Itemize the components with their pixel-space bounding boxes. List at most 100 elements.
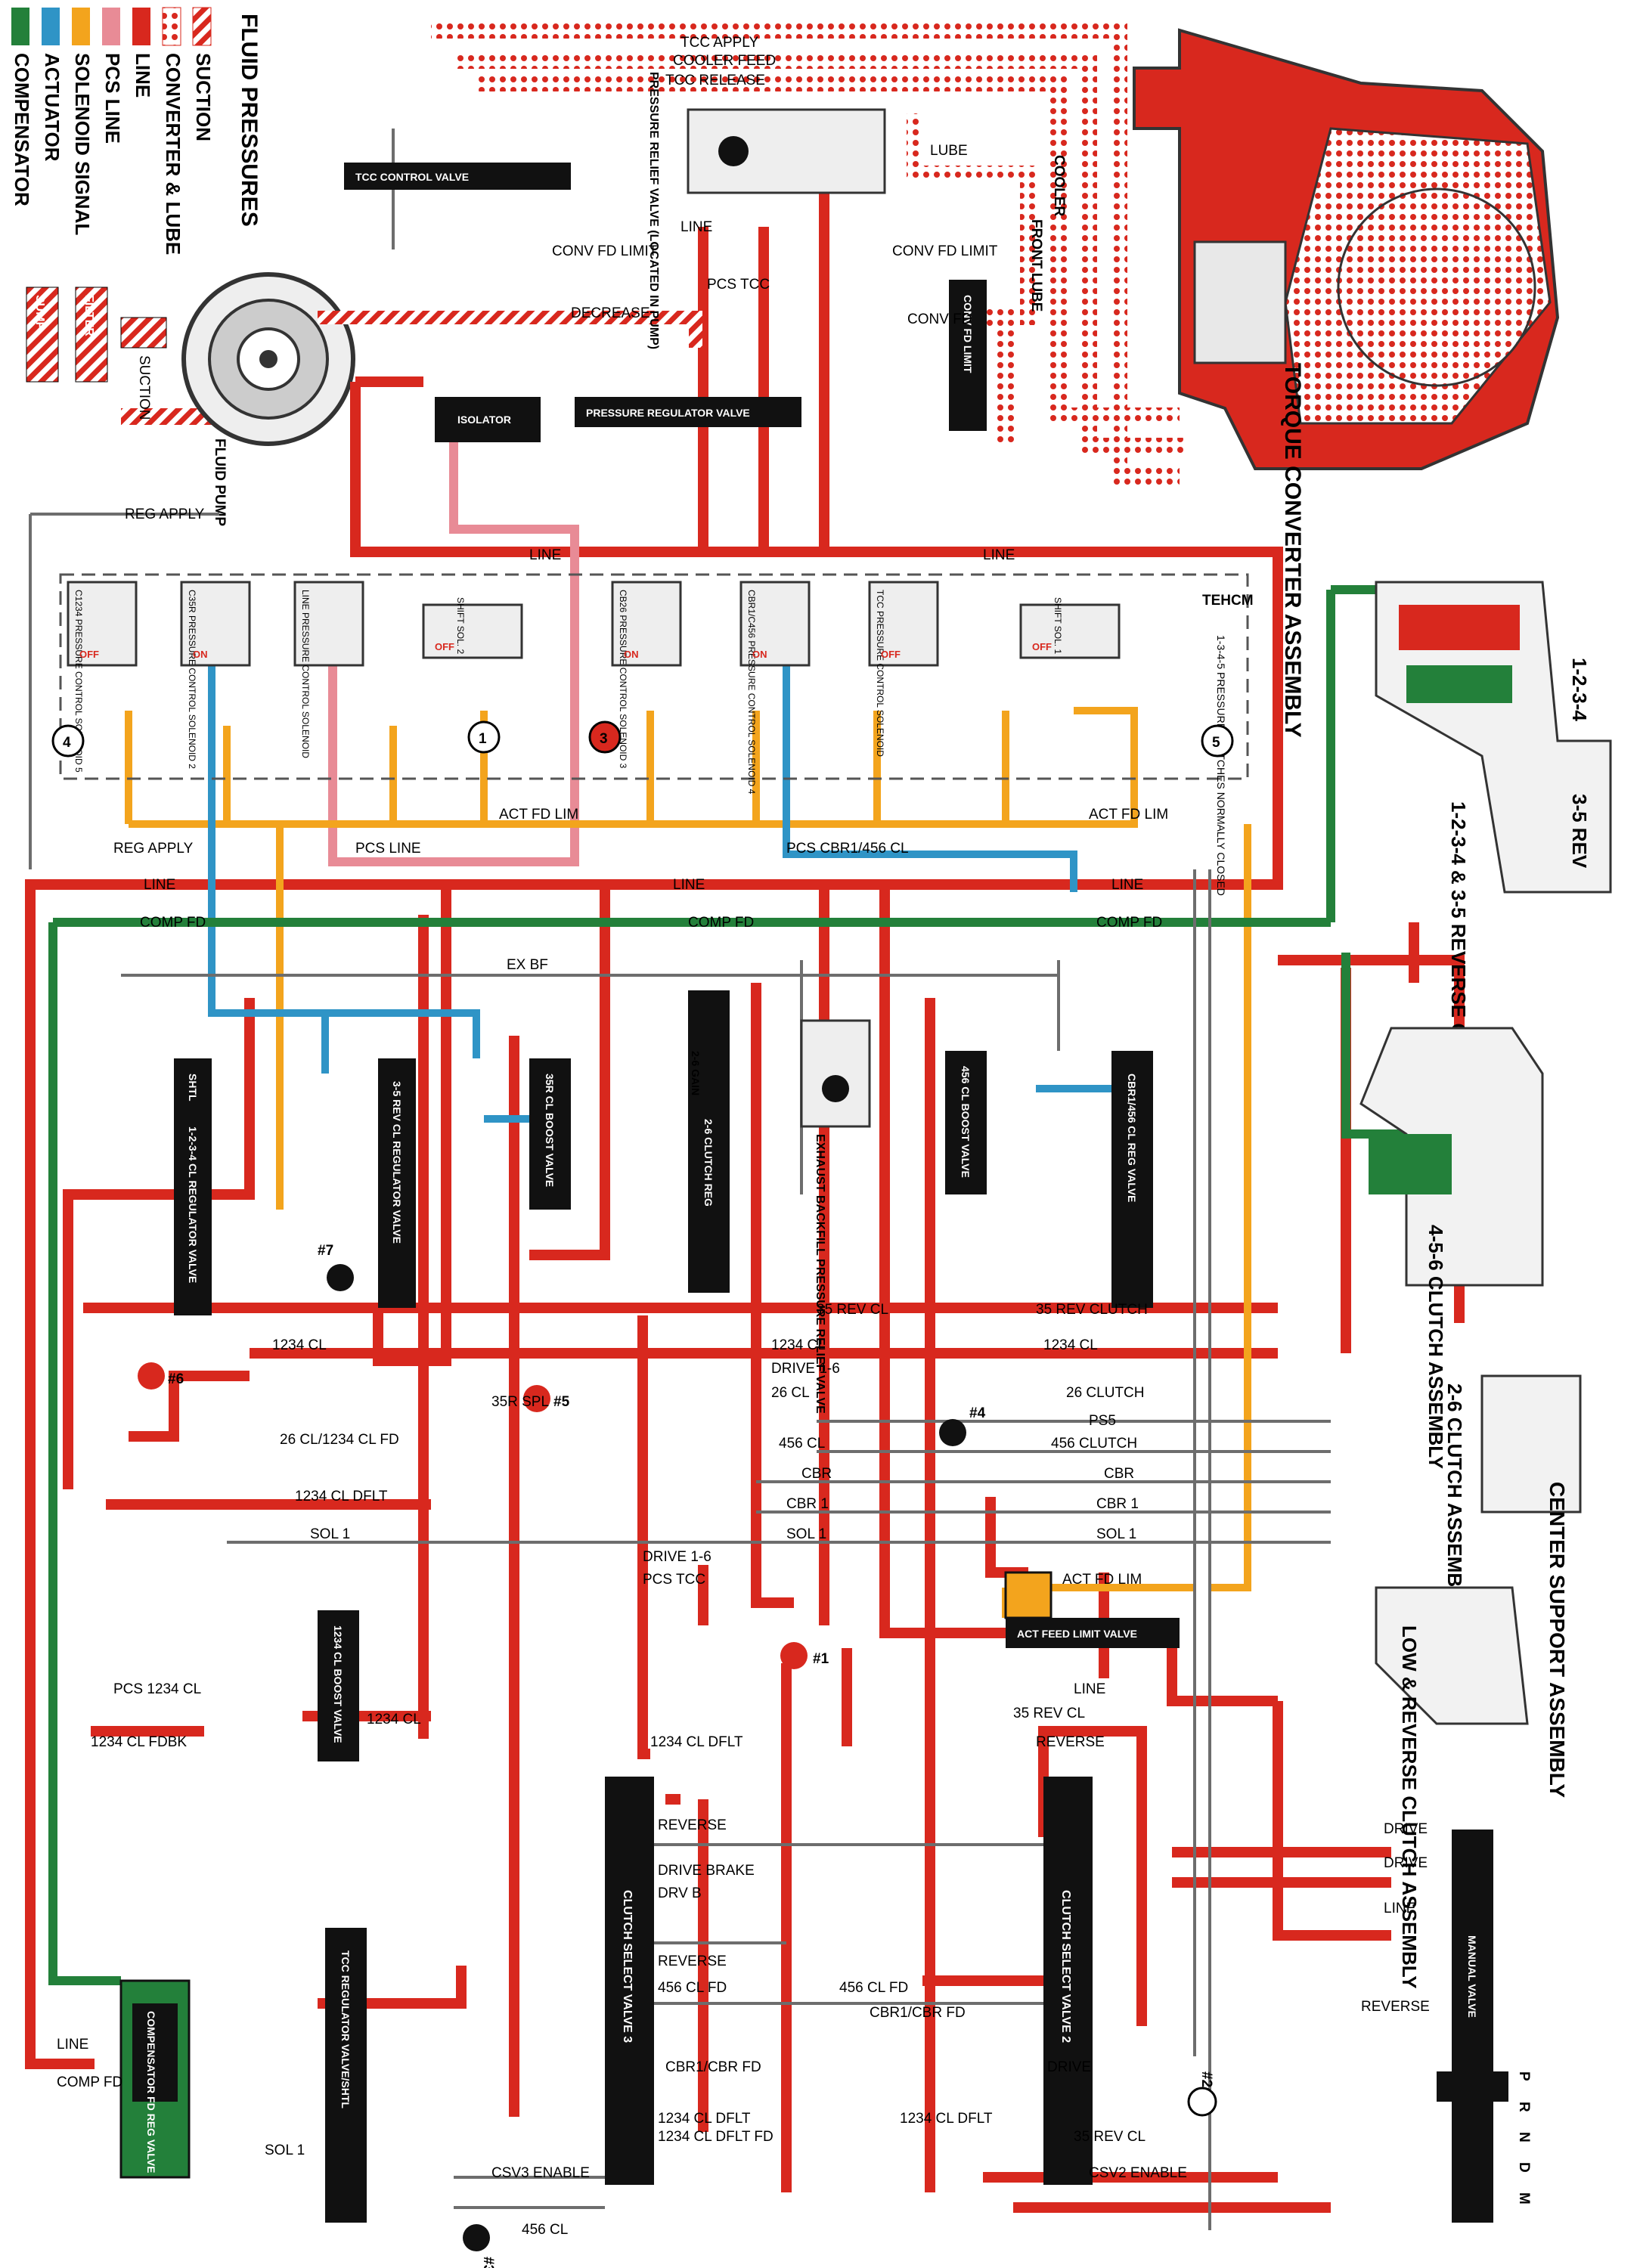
svg-text:ISOLATOR: ISOLATOR — [457, 414, 511, 426]
svg-text:M: M — [1516, 2192, 1532, 2204]
svg-text:CENTER SUPPORT ASSEMBLY: CENTER SUPPORT ASSEMBLY — [1545, 1482, 1569, 1798]
svg-text:CBR 1: CBR 1 — [1096, 1496, 1139, 1512]
solenoid-shift-2: SHIFT SOL. 2 OFF — [422, 597, 523, 659]
svg-text:SHIFT SOL. 1: SHIFT SOL. 1 — [1053, 597, 1063, 654]
svg-text:LOW & REVERSE CLUTCH ASSEMBLY: LOW & REVERSE CLUTCH ASSEMBLY — [1398, 1625, 1421, 1989]
svg-text:ACTUATOR: ACTUATOR — [41, 53, 64, 162]
manual-valve: MANUAL VALVE — [1437, 1830, 1508, 2223]
svg-text:CBR1/456 CL REG VALVE: CBR1/456 CL REG VALVE — [1126, 1074, 1138, 1202]
svg-text:CBR1/CBR FD: CBR1/CBR FD — [665, 2059, 761, 2075]
svg-text:PRESSURE REGULATOR VALVE: PRESSURE REGULATOR VALVE — [586, 407, 750, 419]
svg-text:REVERSE: REVERSE — [658, 1817, 727, 1833]
svg-text:DRIVE: DRIVE — [1384, 1855, 1428, 1871]
checkball-4: #4 — [939, 1405, 986, 1446]
svg-text:REVERSE: REVERSE — [658, 1954, 727, 1969]
svg-text:CSV2 ENABLE: CSV2 ENABLE — [1089, 2165, 1187, 2181]
svg-text:CLUTCH SELECT VALVE 3: CLUTCH SELECT VALVE 3 — [621, 1890, 634, 2043]
svg-text:35 REV CL: 35 REV CL — [1074, 2129, 1146, 2145]
tcc-control-valve: TCC CONTROL VALVE — [344, 163, 571, 190]
svg-text:DRIVE BRAKE: DRIVE BRAKE — [658, 1863, 755, 1879]
svg-text:FLUID PUMP: FLUID PUMP — [212, 438, 228, 526]
svg-text:PCS CBR1/456 CL: PCS CBR1/456 CL — [786, 841, 909, 857]
svg-text:ON: ON — [193, 649, 208, 660]
svg-text:ACT FEED LIMIT VALVE: ACT FEED LIMIT VALVE — [1017, 1628, 1137, 1640]
svg-text:LINE: LINE — [529, 547, 561, 563]
svg-text:CONV FD: CONV FD — [907, 311, 972, 327]
svg-text:CB26 PRESSURE CONTROL SOLENOID: CB26 PRESSURE CONTROL SOLENOID 3 — [618, 590, 628, 769]
solenoid-line: LINE PRESSURE CONTROL SOLENOID — [293, 581, 364, 758]
svg-text:#2: #2 — [1198, 2071, 1214, 2087]
conv-fd-limit-valve: CONV FD LIMIT — [949, 280, 987, 431]
svg-text:LINE: LINE — [57, 2037, 88, 2053]
svg-text:2-6 GAIN: 2-6 GAIN — [690, 1051, 702, 1095]
svg-text:SOL 1: SOL 1 — [265, 2143, 305, 2158]
svg-text:1234 CL BOOST VALVE: 1234 CL BOOST VALVE — [332, 1625, 344, 1743]
checkball-7: #7 — [318, 1243, 354, 1291]
solenoid-signal-circuit — [125, 707, 1251, 1618]
svg-text:C35R PRESSURE CONTROL SOLENOID: C35R PRESSURE CONTROL SOLENOID 2 — [187, 590, 197, 769]
svg-text:26 CL/1234 CL FD: 26 CL/1234 CL FD — [280, 1432, 399, 1448]
converter-lube-circuit — [431, 22, 1187, 485]
tehcm-box: TEHCM 1-3-4-5 PRESSURE SWITCHES NORMALLY… — [59, 573, 1254, 896]
svg-text:DRV B: DRV B — [658, 1885, 702, 1901]
svg-text:1: 1 — [479, 731, 487, 747]
passage-labels: TCC APPLY COOLER FEED TCC RELEASE LINE C… — [57, 35, 1430, 2238]
svg-text:35R SPL: 35R SPL — [491, 1394, 549, 1410]
svg-text:PCS LINE: PCS LINE — [355, 841, 421, 857]
svg-text:1234 CL DFLT: 1234 CL DFLT — [900, 2111, 993, 2127]
svg-text:SUCTION: SUCTION — [136, 355, 152, 420]
svg-text:CBR1/CBR FD: CBR1/CBR FD — [870, 2005, 966, 2021]
svg-text:35R CL BOOST VALVE: 35R CL BOOST VALVE — [544, 1074, 556, 1187]
svg-text:N: N — [1516, 2132, 1532, 2143]
legend-title: FLUID PRESSURES — [237, 14, 262, 227]
svg-text:35 REV CL: 35 REV CL — [1013, 1706, 1085, 1721]
svg-text:OFF: OFF — [881, 649, 901, 660]
svg-text:COMPENSATOR: COMPENSATOR — [11, 53, 33, 206]
svg-text:SUCTION: SUCTION — [192, 53, 215, 141]
pressure-relief-valve: PRESSURE RELIEF VALVE (LOCATED IN PUMP) — [647, 72, 886, 349]
svg-text:REVERSE: REVERSE — [1361, 1999, 1430, 2015]
fluid-pump: FLUID PUMP — [181, 272, 355, 526]
solenoid-tcc: TCC PRESSURE CONTROL SOLENOID OFF — [868, 581, 939, 757]
svg-text:4-5-6 CLUTCH ASSEMBLY: 4-5-6 CLUTCH ASSEMBLY — [1425, 1225, 1447, 1469]
svg-text:ACT FD LIM: ACT FD LIM — [499, 807, 578, 823]
svg-text:DRIVE: DRIVE — [1047, 2059, 1091, 2075]
solenoid-cbr1-c456: CBR1/C456 PRESSURE CONTROL SOLENOID 4 ON — [739, 581, 811, 795]
svg-text:REVERSE: REVERSE — [1036, 1734, 1105, 1750]
svg-text:1-2-3-4 CL REGULATOR VALVE: 1-2-3-4 CL REGULATOR VALVE — [187, 1126, 199, 1283]
svg-text:LINE: LINE — [144, 877, 175, 893]
nc-markers: 4 1 3 5 — [51, 720, 1234, 758]
checkball-1: #1 — [780, 1642, 829, 1669]
checkball-2: #2 — [1187, 2071, 1217, 2117]
svg-text:REG APPLY: REG APPLY — [113, 841, 194, 857]
clutch-26-assembly: 2-6 CLUTCH ASSEMBLY CENTER SUPPORT ASSEM… — [1443, 1374, 1582, 1798]
clutch-26-regulator-valve: 2-6 GAIN 2-6 CLUTCH REG — [688, 990, 730, 1293]
svg-text:#3: #3 — [480, 2257, 496, 2268]
low-reverse-clutch: LOW & REVERSE CLUTCH ASSEMBLY — [1375, 1586, 1529, 1989]
svg-text:LINE: LINE — [680, 219, 712, 235]
svg-text:456 CL FD: 456 CL FD — [658, 1980, 727, 1996]
svg-text:MANUAL VALVE: MANUAL VALVE — [1466, 1935, 1478, 2018]
svg-text:456 CLUTCH: 456 CLUTCH — [1051, 1436, 1137, 1452]
svg-text:ON: ON — [752, 649, 767, 660]
svg-text:CBR 1: CBR 1 — [786, 1496, 829, 1512]
tcc-regulator-valve: TCC REGULATOR VALVE/SHTL — [325, 1928, 367, 2223]
svg-text:EXHAUST BACKFILL PRESSURE RELI: EXHAUST BACKFILL PRESSURE RELIEF VALVE — [814, 1134, 826, 1414]
svg-text:DRIVE 1-6: DRIVE 1-6 — [771, 1361, 840, 1377]
checkball-6: #6 — [138, 1362, 184, 1390]
svg-text:1234 CL: 1234 CL — [272, 1337, 327, 1353]
svg-text:CBR1/C456 PRESSURE CONTROL SOL: CBR1/C456 PRESSURE CONTROL SOLENOID 4 — [746, 590, 757, 795]
svg-text:1234 CL DFLT: 1234 CL DFLT — [650, 1734, 743, 1750]
svg-text:OFF: OFF — [1032, 641, 1052, 652]
legend-item-pcs-line: PCS LINE — [101, 8, 124, 144]
act-feed-limit-valve: ACT FEED LIMIT VALVE — [1004, 1571, 1180, 1648]
solenoid-shift-1: SHIFT SOL. 1 OFF — [1019, 597, 1121, 659]
svg-text:1-2-3-4: 1-2-3-4 — [1568, 658, 1591, 721]
svg-text:SHTL: SHTL — [187, 1074, 199, 1101]
exhaust-backfill-valve: EXHAUST BACKFILL PRESSURE RELIEF VALVE — [800, 1019, 871, 1414]
svg-text:PCS TCC: PCS TCC — [643, 1572, 705, 1588]
svg-text:LINE: LINE — [1384, 1901, 1415, 1916]
svg-text:456 CL BOOST VALVE: 456 CL BOOST VALVE — [960, 1066, 972, 1178]
svg-text:456 CL FD: 456 CL FD — [839, 1980, 908, 1996]
